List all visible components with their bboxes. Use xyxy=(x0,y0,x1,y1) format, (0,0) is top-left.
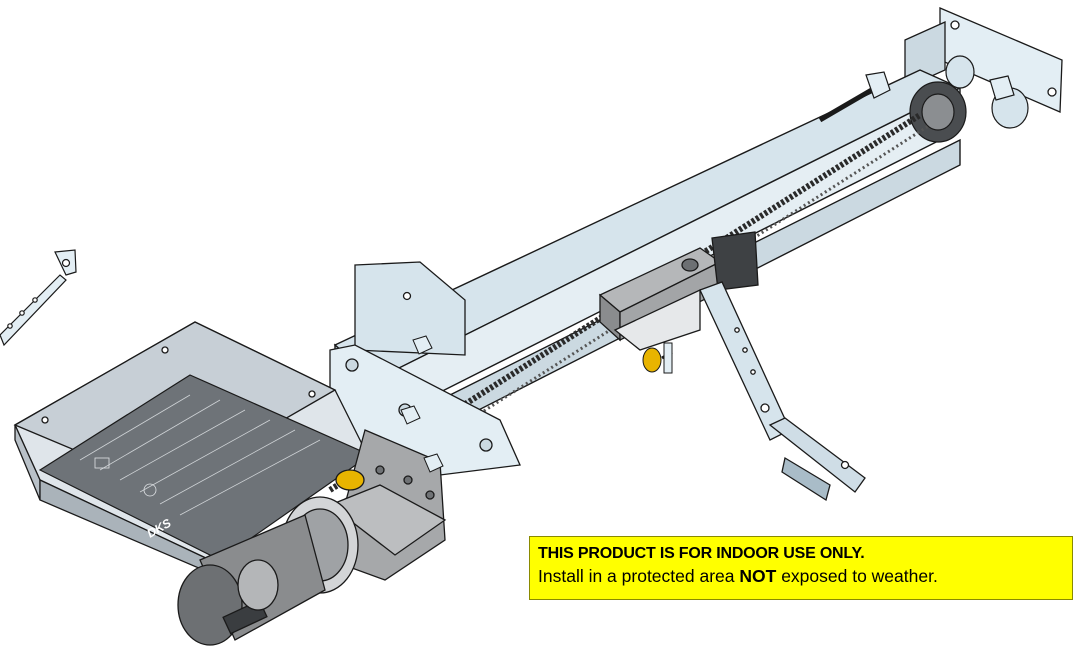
gearbox xyxy=(328,429,447,581)
warning-body-before: Install in a protected area xyxy=(538,566,740,586)
detached-arm-bracket xyxy=(0,249,77,347)
rail-hex-nuts xyxy=(400,335,444,473)
warning-title: THIS PRODUCT IS FOR INDOOR USE ONLY. xyxy=(538,545,865,562)
warning-body-after: exposed to weather. xyxy=(776,566,938,586)
control-board: DKS xyxy=(38,374,372,561)
release-key-icon xyxy=(642,342,673,374)
indoor-use-warning: THIS PRODUCT IS FOR INDOOR USE ONLY. Ins… xyxy=(529,536,1073,600)
motor xyxy=(177,496,359,646)
warning-body: Install in a protected area NOT exposed … xyxy=(538,564,1072,588)
warning-body-emphasis: NOT xyxy=(739,566,777,586)
tension-bolt xyxy=(818,71,1015,123)
rear-mounting-bracket xyxy=(904,7,1063,113)
drive-arm xyxy=(699,281,866,502)
trolley xyxy=(598,231,759,351)
idler-sprockets xyxy=(909,55,1029,143)
